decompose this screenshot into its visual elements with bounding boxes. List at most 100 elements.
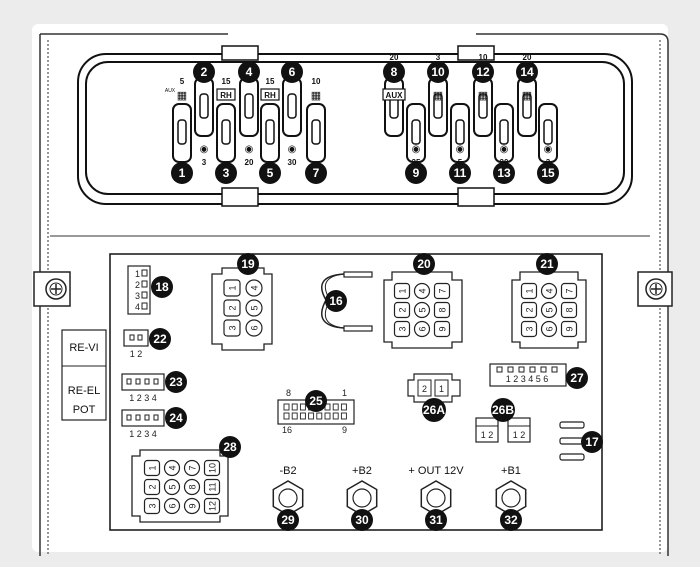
c18-pin: 1 bbox=[135, 269, 140, 279]
pin-socket bbox=[245, 299, 263, 317]
header-pin bbox=[332, 412, 339, 420]
mode-label-pot: POT bbox=[73, 404, 96, 416]
pin-number: 7 bbox=[565, 288, 575, 293]
switch-badge bbox=[193, 61, 215, 83]
fan-icon: ◉ bbox=[288, 144, 297, 155]
pin-number: 6 bbox=[545, 326, 555, 331]
terminal-label: +B2 bbox=[352, 465, 372, 477]
c25-pin-16: 16 bbox=[282, 425, 292, 435]
panel-tab-top-left bbox=[221, 45, 259, 61]
pin-socket bbox=[183, 497, 201, 515]
mode-label-box bbox=[61, 329, 107, 421]
switch-panel-outer bbox=[77, 53, 633, 205]
badge-24: 24 bbox=[169, 411, 183, 425]
terminal-post bbox=[352, 488, 372, 508]
mount-screw-right bbox=[637, 271, 673, 307]
pin-number: 12 bbox=[208, 501, 218, 511]
pin-socket bbox=[245, 279, 263, 297]
pin-number: 2 bbox=[228, 305, 238, 310]
header-pin bbox=[291, 412, 298, 420]
switch-value-top: 15 bbox=[222, 77, 231, 86]
c25-pin-8: 8 bbox=[286, 388, 291, 398]
terminal-number: 30 bbox=[355, 513, 369, 527]
header-pin bbox=[291, 403, 298, 411]
pin-socket bbox=[223, 299, 241, 317]
boost-icon: ◉ bbox=[412, 144, 421, 155]
badge-17: 17 bbox=[585, 435, 599, 449]
header-pin bbox=[299, 412, 306, 420]
pin-number: 2 bbox=[148, 484, 158, 489]
pin-socket bbox=[143, 497, 161, 515]
c18-pin: 4 bbox=[135, 302, 140, 312]
switch-number: 6 bbox=[289, 65, 296, 79]
header-pin bbox=[340, 412, 347, 420]
pin-socket bbox=[183, 478, 201, 496]
terminal-badge bbox=[500, 509, 522, 531]
header-pin bbox=[324, 412, 331, 420]
switch-number: 8 bbox=[391, 65, 398, 79]
switch-number: 7 bbox=[313, 166, 320, 180]
switch-mode-label: RH bbox=[220, 91, 232, 100]
switch-mode-box bbox=[216, 88, 236, 101]
badge-28: 28 bbox=[223, 440, 237, 454]
switch-lever bbox=[265, 119, 275, 145]
terminal-label: +B1 bbox=[501, 465, 521, 477]
switch-number: 15 bbox=[541, 166, 555, 180]
timer-icon: ◉ bbox=[245, 144, 254, 155]
pin-socket bbox=[393, 282, 411, 300]
terminal-label: + OUT 12V bbox=[408, 465, 464, 477]
switch-number: 4 bbox=[246, 65, 253, 79]
pin-socket bbox=[520, 320, 538, 338]
switch-mode-box bbox=[382, 88, 406, 101]
pin-number: 9 bbox=[438, 326, 448, 331]
connector-22: 1 2 22 bbox=[123, 328, 171, 359]
connector-24: 1 2 3 4 24 bbox=[121, 407, 187, 439]
switch-lever bbox=[221, 119, 231, 145]
badge-25: 25 bbox=[309, 394, 323, 408]
dip-switch-13: 13◉20 bbox=[493, 103, 515, 184]
header-pin bbox=[283, 412, 290, 420]
header-pin bbox=[316, 412, 323, 420]
pin-number: 4 bbox=[250, 285, 260, 290]
badge-18: 18 bbox=[155, 280, 169, 294]
switch-number: 2 bbox=[201, 65, 208, 79]
switch-number: 13 bbox=[497, 166, 511, 180]
switch-value-bottom: 20 bbox=[500, 158, 509, 167]
pin-socket bbox=[393, 301, 411, 319]
pin-socket bbox=[393, 320, 411, 338]
terminal-30: +B2 30 bbox=[346, 465, 378, 531]
switch-badge bbox=[281, 61, 303, 83]
switch-value-top: 20 bbox=[390, 53, 399, 62]
switch-badge bbox=[427, 61, 449, 83]
badge-22: 22 bbox=[153, 332, 167, 346]
pin-socket bbox=[143, 459, 161, 477]
pin-socket bbox=[540, 301, 558, 319]
pin-number: 2 bbox=[398, 307, 408, 312]
jumper-16: 16 bbox=[321, 271, 373, 332]
pin-number: 7 bbox=[438, 288, 448, 293]
switch-value-top: 5 bbox=[180, 77, 185, 86]
switch-lever bbox=[199, 93, 209, 119]
pin-number: 3 bbox=[525, 326, 535, 331]
pin-number: 4 bbox=[418, 288, 428, 293]
pin-socket bbox=[183, 459, 201, 477]
switch-badge bbox=[238, 61, 260, 83]
pin-number: 1 bbox=[525, 288, 535, 293]
switch-badge bbox=[383, 61, 405, 83]
pin-socket bbox=[433, 282, 451, 300]
panel-tab-bottom-left bbox=[221, 187, 259, 207]
c26b-pins-b: 1 2 bbox=[513, 430, 526, 440]
switch-value-top: 10 bbox=[312, 77, 321, 86]
dip-switch-4: 4◉20 bbox=[238, 61, 260, 167]
pin-socket bbox=[540, 320, 558, 338]
switch-value-top: 10 bbox=[479, 53, 488, 62]
panel-tab-bottom-right bbox=[457, 187, 495, 207]
switch-value-top: 15 bbox=[266, 77, 275, 86]
